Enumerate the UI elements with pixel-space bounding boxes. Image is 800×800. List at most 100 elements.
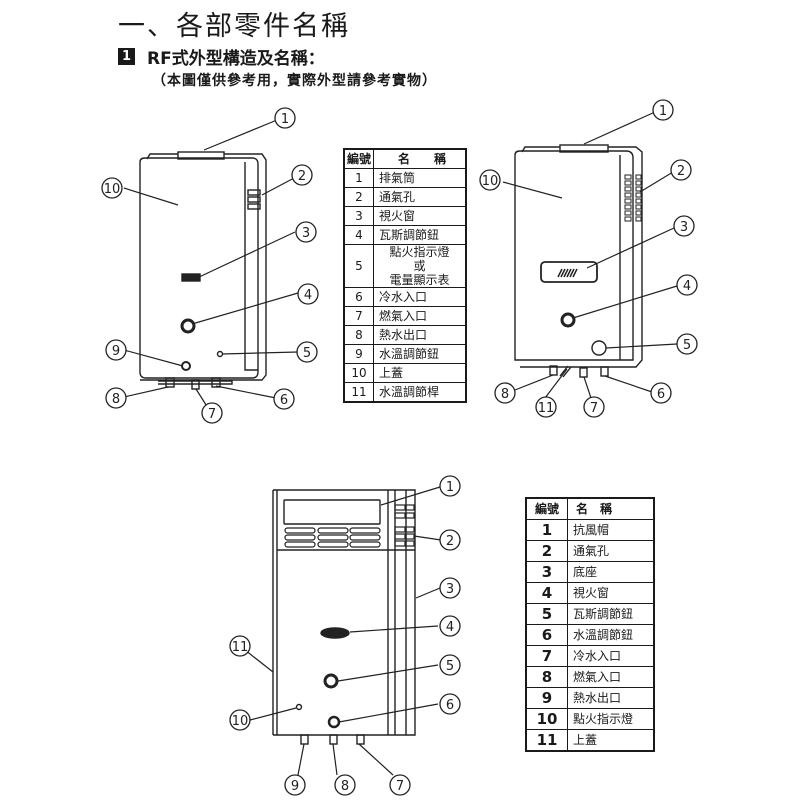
exhaust-pipe [177,151,225,160]
callout-label: 4 [446,620,454,635]
callout-label: 5 [446,659,454,674]
callout-circle [297,283,319,305]
table-header-row: 編號 名 稱 [525,497,655,520]
callout-circle [229,635,251,657]
callout-circle [105,387,127,409]
callout-label: 8 [501,387,509,402]
part-name: 通氣孔 [373,187,467,207]
part-name: 燃氣入口 [373,306,467,326]
heater-diagram-3 [272,489,416,745]
callout-circle [439,615,461,637]
section-heading: 1 RF式外型構造及名稱： [118,44,325,69]
callout-label: 11 [232,640,249,655]
callout-circle [439,529,461,551]
callout-label: 8 [341,779,349,794]
callout-label: 4 [683,279,691,294]
callout-label: 1 [281,112,289,127]
callout-label: 6 [280,393,288,408]
callout-label: 2 [446,534,454,549]
callout-label: 7 [590,401,598,416]
callout-label: 9 [112,344,120,359]
callout-circle [229,709,251,731]
callout-label: 2 [298,169,306,184]
callout-circle [284,774,306,796]
callout-circle [479,169,501,191]
heater-diagram-1 [139,151,267,390]
callout-circle [676,333,698,355]
callout-label: 7 [396,779,404,794]
part-name: 視火窗 [567,582,655,604]
part-name: 上蓋 [373,363,467,383]
callout-label: 5 [683,338,691,353]
section-title: RF式外型構造及名稱： [147,49,325,69]
callout-circle [670,159,692,181]
part-name: 瓦斯調節鈕 [373,225,467,245]
callout-circle [439,577,461,599]
callout-circle [494,382,516,404]
callout-label: 1 [446,480,454,495]
part-name: 水溫調節桿 [373,382,467,403]
part-number: 11 [343,382,374,403]
callout-label: 6 [446,698,454,713]
callout-circle [583,396,605,418]
callout-circle [201,402,223,424]
callout-label: 10 [232,714,249,729]
callout-label: 3 [680,220,688,235]
callout-circle [334,774,356,796]
callout-circle [105,339,127,361]
callout-circle [439,654,461,676]
callout-circle [389,774,411,796]
callout-circle [439,693,461,715]
callout-label: 10 [104,182,121,197]
callout-circle [673,215,695,237]
callout-circle [295,221,317,243]
callout-label: 7 [208,407,216,422]
part-name: 上蓋 [567,729,655,752]
callout-circle [439,475,461,497]
callout-label: 4 [304,288,312,303]
callout-label: 8 [112,392,120,407]
callout-circle [652,99,674,121]
exhaust-pipe [559,144,609,153]
part-name: 熱水出口 [567,687,655,709]
callout-label: 3 [446,582,454,597]
callout-circle [676,274,698,296]
callout-circle [296,341,318,363]
callout-circle [273,388,295,410]
callout-label: 6 [657,387,665,402]
part-number: 5 [343,244,374,288]
heater-diagram-2 [514,144,643,378]
callout-circle [101,177,123,199]
callout-label: 9 [291,779,299,794]
leader-lines [123,111,678,776]
callout-circle [535,396,557,418]
section-number-badge: 1 [118,48,135,65]
page-title: 一、各部零件名稱 [118,11,350,42]
part-name: 通氣孔 [567,540,655,562]
callout-label: 10 [482,174,499,189]
callout-label: 5 [303,346,311,361]
callout-circle [650,382,672,404]
part-name: 點火指示燈 [567,708,655,730]
callout-circle [274,107,296,129]
callout-label: 1 [659,104,667,119]
reference-note: （本圖僅供參考用，實際外型請參考實物） [152,73,437,89]
callout-label: 11 [538,401,555,416]
